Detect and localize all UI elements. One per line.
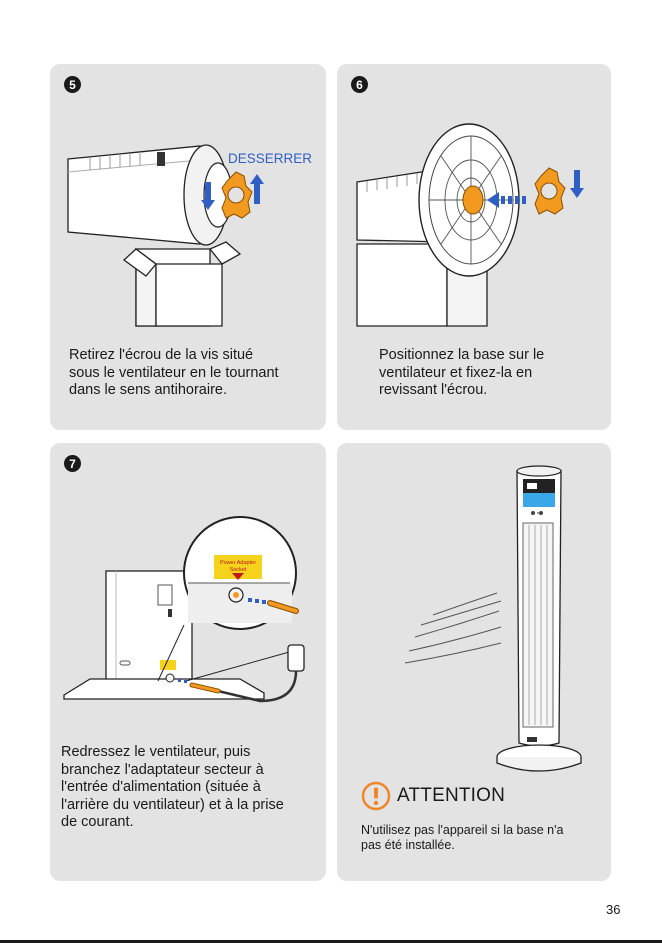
attention-text: N'utilisez pas l'appareil si la base n'a…	[361, 823, 564, 852]
rotate-arrows-icon	[201, 174, 264, 210]
socket-label-line1: Power Adapter	[220, 560, 256, 566]
attach-base-illustration	[356, 123, 584, 327]
step-number-badge: 7	[64, 455, 81, 472]
step-number-badge: 5	[64, 76, 81, 93]
attention-panel: ATTENTION N'utilisez pas l'appareil si l…	[337, 443, 611, 881]
step-7-caption: Redressez le ventilateur, puis branchez …	[61, 744, 284, 830]
remove-nut-illustration: DESSERRER	[67, 144, 312, 327]
step-6-panel: 6	[337, 64, 611, 430]
airflow-icon	[404, 592, 502, 664]
assembled-fan-illustration	[404, 465, 582, 772]
nut-icon	[534, 167, 566, 215]
page-number: 36	[606, 902, 621, 917]
nut-icon	[221, 171, 253, 219]
step-5-panel: 5 DESSERRER Retirez	[50, 64, 326, 430]
step-number-badge: 6	[351, 76, 368, 93]
attention-heading: ATTENTION	[361, 781, 505, 811]
bottom-rule	[0, 940, 662, 943]
connect-adapter-illustration: Power Adapter Socket	[63, 516, 305, 703]
exclamation-circle-icon	[361, 781, 391, 811]
loosen-label: DESSERRER	[228, 151, 312, 166]
rotate-arrows-icon	[570, 170, 584, 198]
socket-label-line2: Socket	[230, 567, 247, 573]
step-6-caption: Positionnez la base sur le ventilateur e…	[379, 347, 545, 398]
attention-title: ATTENTION	[397, 785, 506, 806]
step-7-panel: 7 Power Adapter Socket	[50, 443, 326, 881]
step-5-caption: Retirez l'écrou de la vis situé sous le …	[69, 347, 279, 398]
